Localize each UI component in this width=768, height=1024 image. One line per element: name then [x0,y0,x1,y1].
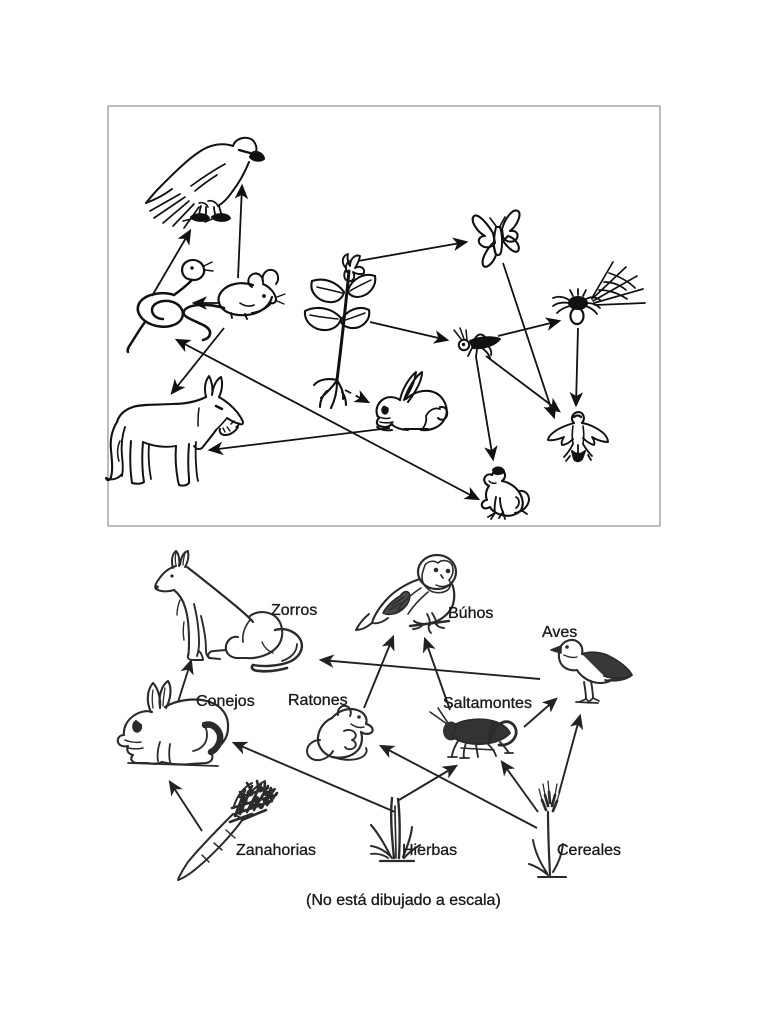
svg-text:Cereales: Cereales [557,842,621,859]
svg-text:Ratones: Ratones [288,692,348,709]
svg-text:Saltamontes: Saltamontes [443,695,532,712]
svg-text:(No está dibujado a escala): (No está dibujado a escala) [306,892,501,909]
svg-text:Aves: Aves [542,624,577,641]
svg-text:Búhos: Búhos [448,605,493,622]
svg-text:Zanahorias: Zanahorias [236,842,316,859]
svg-text:Hierbas: Hierbas [402,842,457,859]
svg-text:Zorros: Zorros [271,602,317,619]
svg-text:Conejos: Conejos [196,693,255,710]
